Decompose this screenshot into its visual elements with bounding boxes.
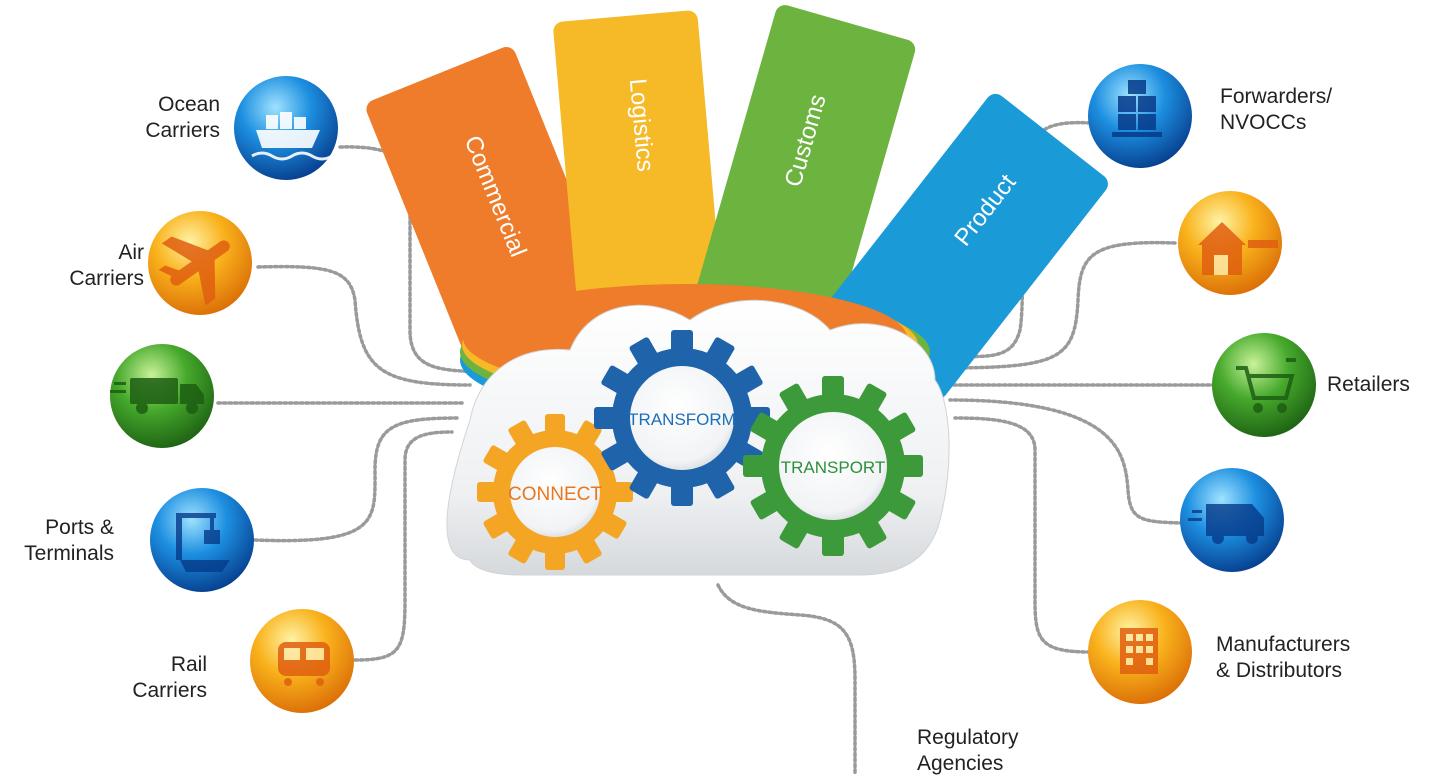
label-ports-terminals-line1: Ports & bbox=[45, 516, 114, 539]
node-ocean-carriers bbox=[234, 76, 338, 180]
label-forwarders-line2: NVOCCs bbox=[1220, 111, 1307, 134]
node-rail-carriers bbox=[250, 609, 354, 713]
node-air-carriers bbox=[148, 211, 252, 315]
card-logistics: Logistics bbox=[553, 10, 723, 321]
label-retailers-line1: Retailers bbox=[1327, 373, 1410, 396]
node-retailers bbox=[1212, 333, 1316, 437]
port-crane-icon bbox=[150, 488, 254, 592]
node-forwarders bbox=[1088, 64, 1192, 168]
gear-transport: TRANSPORT bbox=[743, 376, 923, 556]
label-rail-carriers: Rail Carriers bbox=[132, 652, 207, 704]
label-forwarders: Forwarders/ NVOCCs bbox=[1220, 84, 1332, 136]
label-rail-carriers-line1: Rail bbox=[170, 653, 207, 676]
label-manufacturers-line2: & Distributors bbox=[1216, 659, 1343, 682]
label-manufacturers: Manufacturers & Distributors bbox=[1216, 632, 1350, 684]
label-air-carriers: Air Carriers bbox=[69, 240, 144, 292]
connector-warehouse bbox=[938, 240, 1177, 370]
gear-transform: TRANSFORM bbox=[594, 330, 770, 506]
label-retailers: Retailers bbox=[1327, 372, 1410, 398]
label-ports-terminals-line2: Terminals bbox=[24, 542, 114, 565]
label-rail-carriers-line2: Carriers bbox=[132, 679, 207, 702]
label-regulatory-line2: Agencies bbox=[917, 752, 1004, 775]
label-air-carriers-line2: Carriers bbox=[69, 267, 144, 290]
gear-transport-label: TRANSPORT bbox=[781, 458, 886, 477]
label-forwarders-line1: Forwarders/ bbox=[1220, 85, 1333, 108]
connector-manufacturers bbox=[953, 416, 1092, 654]
connector-ports bbox=[253, 416, 462, 543]
connector-rail bbox=[353, 430, 454, 662]
label-ports-terminals: Ports & Terminals bbox=[24, 515, 114, 567]
label-ocean-carriers: Ocean Carriers bbox=[145, 92, 220, 144]
label-ocean-carriers-line1: Ocean bbox=[158, 93, 220, 116]
node-warehouse bbox=[1178, 191, 1282, 295]
label-air-carriers-line1: Air bbox=[118, 241, 144, 264]
gear-transform-label: TRANSFORM bbox=[628, 410, 736, 429]
connector-air bbox=[256, 264, 472, 387]
card-customs: Customs bbox=[692, 5, 916, 348]
label-regulatory: Regulatory Agencies bbox=[917, 725, 1019, 777]
label-regulatory-line1: Regulatory bbox=[917, 726, 1019, 749]
shopping-cart-icon bbox=[1212, 333, 1316, 437]
node-trucking bbox=[110, 344, 214, 448]
node-ports-terminals bbox=[150, 488, 254, 592]
gear-connect: CONNECT bbox=[477, 414, 633, 570]
node-delivery bbox=[1180, 468, 1284, 572]
node-manufacturers bbox=[1088, 600, 1192, 704]
label-manufacturers-line1: Manufacturers bbox=[1216, 633, 1351, 656]
label-ocean-carriers-line2: Carriers bbox=[145, 119, 220, 142]
connector-regulatory bbox=[716, 583, 857, 777]
connector-delivery bbox=[948, 398, 1185, 525]
gear-connect-label: CONNECT bbox=[508, 484, 602, 505]
